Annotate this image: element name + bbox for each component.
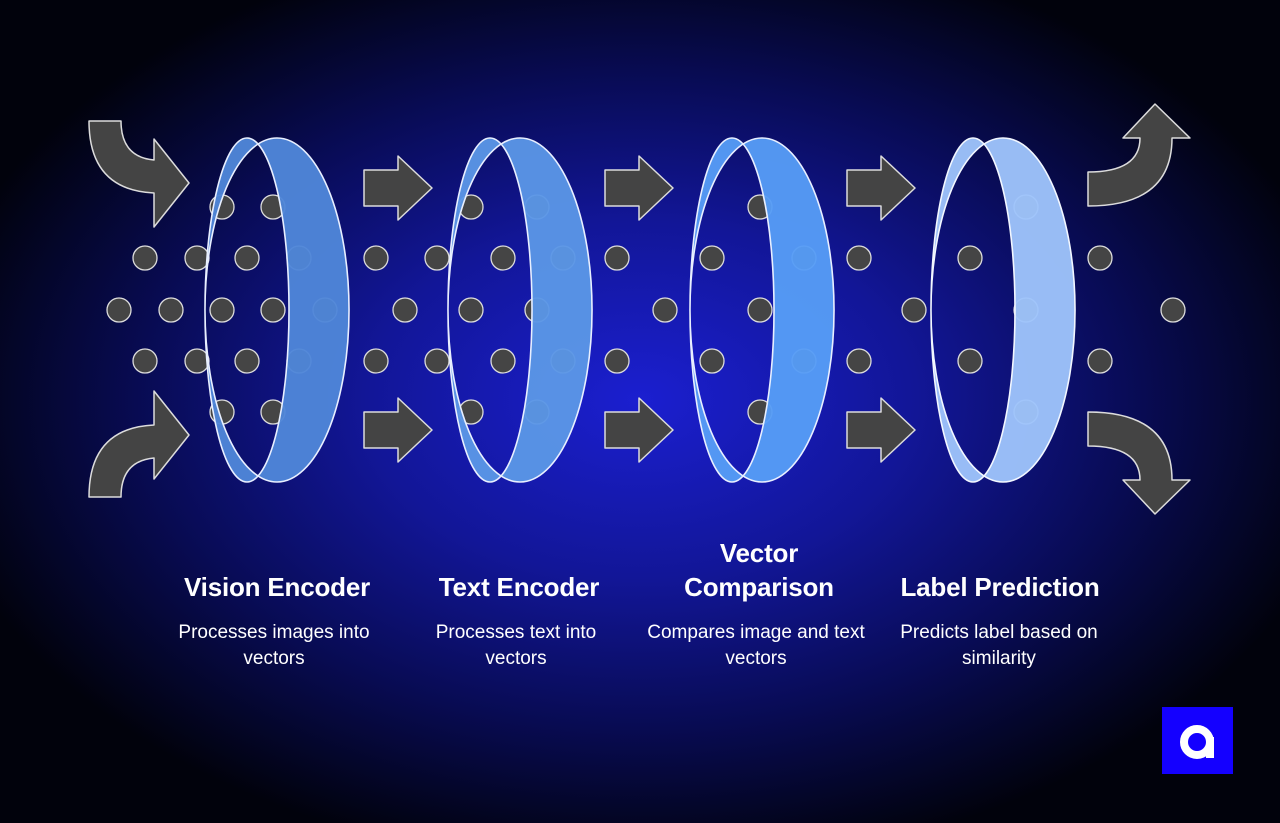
stage-4-description: Predicts label based on similarity xyxy=(900,622,1098,669)
dot xyxy=(604,245,630,271)
dot xyxy=(158,297,184,323)
arrow-1-top xyxy=(363,155,433,221)
dot xyxy=(424,348,450,374)
dot xyxy=(132,245,158,271)
dot xyxy=(424,245,450,271)
stage-3-title: Vector Comparison xyxy=(684,538,834,602)
curved-output-arrow-bottom xyxy=(1087,411,1191,515)
curved-input-arrow-bottom xyxy=(88,390,190,498)
curved-input-arrow-top xyxy=(88,120,190,228)
dot xyxy=(490,245,516,271)
ring-label-prediction xyxy=(930,137,1076,483)
stage-2-title: Text Encoder xyxy=(438,572,600,602)
curved-output-arrow-top xyxy=(1087,103,1191,207)
dot xyxy=(604,348,630,374)
stage-1-title: Vision Encoder xyxy=(184,572,370,602)
arrow-3-bottom xyxy=(846,397,916,463)
ring-vector-comparison xyxy=(689,137,835,483)
dot xyxy=(392,297,418,323)
dot xyxy=(747,297,773,323)
dot xyxy=(699,245,725,271)
dot xyxy=(106,297,132,323)
stage-2-description: Processes text into vectors xyxy=(435,622,597,669)
ring-text-encoder xyxy=(447,137,593,483)
dot xyxy=(184,245,210,271)
brand-a-logo-icon xyxy=(1162,707,1233,774)
arrow-2-bottom xyxy=(604,397,674,463)
dot xyxy=(490,348,516,374)
dot xyxy=(363,348,389,374)
stage-3-description: Compares image and text vectors xyxy=(647,622,865,669)
dot xyxy=(652,297,678,323)
dot xyxy=(699,348,725,374)
logo-glyph xyxy=(1180,725,1214,759)
dot xyxy=(184,348,210,374)
dot xyxy=(901,297,927,323)
dot xyxy=(957,245,983,271)
arrow-2-top xyxy=(604,155,674,221)
dot xyxy=(234,245,260,271)
dot xyxy=(363,245,389,271)
dot xyxy=(209,297,235,323)
stage-1-description: Processes images into vectors xyxy=(178,622,370,669)
dot xyxy=(957,348,983,374)
dot xyxy=(234,348,260,374)
arrow-3-top xyxy=(846,155,916,221)
dot xyxy=(1160,297,1186,323)
stage-4-title: Label Prediction xyxy=(900,572,1100,602)
dot xyxy=(260,297,286,323)
dot xyxy=(846,245,872,271)
ring-vision-encoder xyxy=(204,137,350,483)
dot xyxy=(1087,245,1113,271)
dot xyxy=(1087,348,1113,374)
dot xyxy=(846,348,872,374)
arrow-1-bottom xyxy=(363,397,433,463)
dot xyxy=(132,348,158,374)
dot xyxy=(458,297,484,323)
